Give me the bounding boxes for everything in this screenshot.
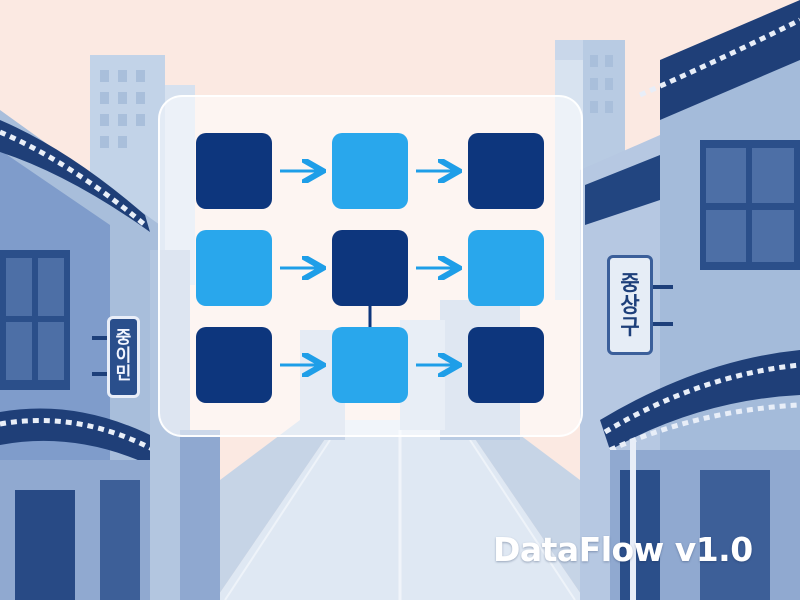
shop-sign-right: 중 상 구 <box>607 255 653 355</box>
shop-sign-left: 중 이 민 <box>107 316 140 398</box>
flow-node <box>196 133 272 209</box>
flow-node <box>468 327 544 403</box>
sign-char: 상 <box>620 292 640 317</box>
flow-node <box>332 327 408 403</box>
sign-char: 민 <box>115 363 132 384</box>
flow-node <box>468 230 544 306</box>
flow-node <box>196 327 272 403</box>
left-houses <box>0 110 160 600</box>
sign-char: 중 <box>115 328 132 349</box>
flow-diagram-panel <box>158 95 583 437</box>
sign-char: 이 <box>115 346 132 367</box>
sign-char: 중 <box>620 270 640 295</box>
flow-node <box>332 133 408 209</box>
brand-title: DataFlow v1.0 <box>493 530 753 569</box>
flow-node <box>468 133 544 209</box>
flow-arrows <box>280 97 585 439</box>
right-houses <box>580 0 800 600</box>
sign-char: 구 <box>620 315 640 340</box>
flow-node <box>196 230 272 306</box>
flow-node <box>332 230 408 306</box>
